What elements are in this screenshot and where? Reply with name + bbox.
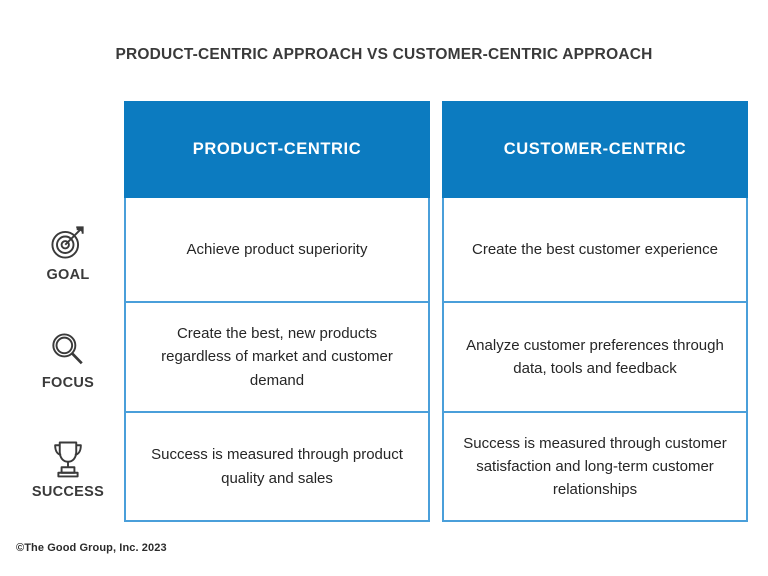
criteria-label-goal: GOAL — [46, 267, 90, 283]
criteria-item-focus: FOCUS — [18, 304, 118, 414]
column-product-centric: PRODUCT-CENTRIC Achieve product superior… — [124, 101, 430, 522]
trophy-icon — [54, 441, 82, 477]
criteria-item-goal: GOAL — [18, 199, 118, 304]
cell-customer-centric-focus: Analyze customer preferences through dat… — [442, 303, 748, 413]
page-title: PRODUCT-CENTRIC APPROACH VS CUSTOMER-CEN… — [115, 46, 653, 63]
criteria-item-success: SUCCESS — [18, 414, 118, 522]
column-customer-centric: CUSTOMER-CENTRIC Create the best custome… — [442, 101, 748, 522]
column-header-customer-centric: CUSTOMER-CENTRIC — [442, 101, 748, 198]
target-arrow-icon — [51, 226, 84, 259]
comparison-table: PRODUCT-CENTRIC Achieve product superior… — [124, 101, 748, 522]
copyright-notice: ©The Good Group, Inc. 2023 — [16, 542, 167, 554]
cell-customer-centric-goal: Create the best customer experience — [442, 198, 748, 303]
cell-product-centric-success: Success is measured through product qual… — [124, 413, 430, 522]
cell-customer-centric-success: Success is measured through customer sat… — [442, 413, 748, 522]
column-header-product-centric: PRODUCT-CENTRIC — [124, 101, 430, 198]
cell-product-centric-focus: Create the best, new products regardless… — [124, 303, 430, 413]
magnifying-glass-icon — [52, 332, 83, 364]
criteria-label-focus: FOCUS — [41, 374, 95, 391]
cell-product-centric-goal: Achieve product superiority — [124, 198, 430, 303]
criteria-label-success: SUCCESS — [31, 483, 105, 500]
criteria-icon-rail: GOAL FOCUS SUCCESS — [18, 199, 118, 522]
